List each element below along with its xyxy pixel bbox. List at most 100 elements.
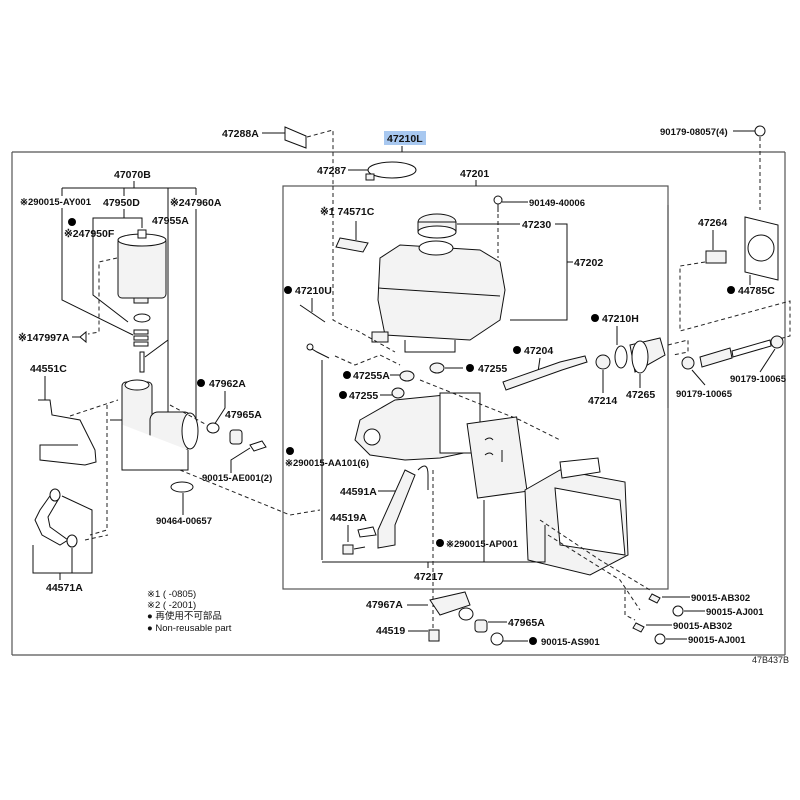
- callout-90464-00657[interactable]: 90464-00657: [156, 481, 212, 527]
- callout-90015-AJ001-a[interactable]: 90015-AJ001: [672, 605, 764, 618]
- part-label-47288A[interactable]: 47288A: [222, 128, 259, 140]
- part-label-90015-AB302-a[interactable]: 90015-AB302: [691, 593, 750, 604]
- part-label-47264[interactable]: 47264: [698, 217, 727, 229]
- callout-90149-40006[interactable]: 90149-40006: [493, 195, 585, 258]
- callout-90015-AY001[interactable]: ※290015-AY001: [20, 197, 134, 336]
- part-label-90179-10065-a[interactable]: 90179-10065: [676, 389, 733, 400]
- bushing-icon: [229, 429, 243, 445]
- callout-47210U[interactable]: 47210U: [284, 285, 332, 323]
- part-label-47955A[interactable]: 47955A: [152, 215, 189, 227]
- callout-47965A-left[interactable]: 47965A: [225, 409, 262, 445]
- part-label-47204[interactable]: 47204: [524, 345, 553, 357]
- part-label-47265[interactable]: 47265: [626, 389, 655, 401]
- callout-90015-AB302-b[interactable]: 90015-AB302: [624, 590, 732, 633]
- callout-47962A[interactable]: 47962A: [169, 378, 246, 434]
- part-label-90015-AP001[interactable]: ※290015-AP001: [446, 539, 519, 550]
- callout-47288A[interactable]: 47288A: [222, 128, 285, 140]
- callout-44519A[interactable]: 44519A: [330, 512, 377, 555]
- legend-nonreusable-en: ● Non-reusable part: [147, 623, 232, 634]
- part-label-90149-40006[interactable]: 90149-40006: [529, 198, 585, 209]
- part-label-90015-AB302-b[interactable]: 90015-AB302: [673, 621, 732, 632]
- callout-47967A[interactable]: 47967A: [366, 591, 474, 621]
- part-label-47255A[interactable]: 47255A: [353, 370, 390, 382]
- callout-47255-b[interactable]: 47255: [339, 387, 405, 402]
- callout-47201[interactable]: 47201: [460, 168, 489, 186]
- callout-47210H[interactable]: 47210H: [591, 313, 639, 369]
- part-label-90015-AA101[interactable]: ※290015-AA101(6): [285, 458, 369, 469]
- part-label-47960A[interactable]: ※247960A: [170, 197, 222, 209]
- callout-47287[interactable]: 47287: [317, 165, 368, 177]
- part-label-44519[interactable]: 44519: [376, 625, 405, 637]
- callout-47997A[interactable]: ※147997A: [18, 330, 87, 344]
- callout-90015-AB302-a[interactable]: 90015-AB302: [648, 593, 750, 604]
- part-label-47230[interactable]: 47230: [522, 219, 551, 231]
- callout-47214[interactable]: 47214: [588, 354, 617, 407]
- callout-90015-AA101[interactable]: ※290015-AA101(6): [285, 343, 401, 560]
- part-label-44785C[interactable]: 44785C: [738, 285, 775, 297]
- callout-74571C[interactable]: ※1 74571C: [320, 186, 375, 331]
- callout-44519[interactable]: 44519: [376, 625, 440, 642]
- callout-44571A[interactable]: 44571A: [32, 495, 93, 594]
- part-label-47967A[interactable]: 47967A: [366, 599, 403, 611]
- callout-47955A[interactable]: 47955A: [144, 215, 189, 358]
- part-label-44591A[interactable]: 44591A: [340, 486, 377, 498]
- part-label-47965A-bottom[interactable]: 47965A: [508, 617, 545, 629]
- part-label-47070B[interactable]: 47070B: [114, 169, 151, 181]
- callout-47255A[interactable]: 47255A: [343, 370, 415, 382]
- callout-90015-AJ001-b[interactable]: 90015-AJ001: [654, 633, 746, 646]
- part-label-47217[interactable]: 47217: [414, 571, 443, 583]
- part-label-90015-AJ001-a[interactable]: 90015-AJ001: [706, 607, 764, 618]
- callout-90179-08057[interactable]: 90179-08057(4): [660, 127, 755, 138]
- part-label-44571A[interactable]: 44571A: [46, 582, 83, 594]
- part-label-47255-a[interactable]: 47255: [478, 363, 507, 375]
- part-label-47210L[interactable]: 47210L: [387, 133, 423, 145]
- callout-90179-10065-b[interactable]: 90179-10065: [730, 335, 787, 385]
- part-label-74571C[interactable]: ※1 74571C: [320, 206, 375, 218]
- callout-90179-10065-a[interactable]: 90179-10065: [676, 356, 733, 400]
- nut-icon: [770, 335, 784, 349]
- part-label-47214[interactable]: 47214: [588, 395, 617, 407]
- callout-44551C[interactable]: 44551C: [30, 363, 67, 400]
- callout-47204[interactable]: 47204: [502, 345, 588, 391]
- part-label-47950F[interactable]: ※247950F: [64, 228, 115, 240]
- part-label-90179-10065-b[interactable]: 90179-10065: [730, 374, 787, 385]
- callout-44785C[interactable]: 44785C: [727, 275, 775, 297]
- callout-90015-AS901[interactable]: 90015-AS901: [490, 632, 600, 648]
- callout-47264[interactable]: 47264: [679, 217, 791, 341]
- callout-44591A[interactable]: 44591A: [340, 469, 416, 549]
- part-label-90464-00657[interactable]: 90464-00657: [156, 516, 212, 527]
- callout-47950F[interactable]: ※247950F: [64, 218, 115, 240]
- part-label-90015-AE001[interactable]: 90015-AE001(2): [202, 473, 272, 484]
- part-label-47965A-left[interactable]: 47965A: [225, 409, 262, 421]
- part-label-90015-AJ001-b[interactable]: 90015-AJ001: [688, 635, 746, 646]
- part-label-47210U[interactable]: 47210U: [295, 285, 332, 297]
- part-label-90015-AS901[interactable]: 90015-AS901: [541, 637, 600, 648]
- part-label-47950D[interactable]: 47950D: [103, 197, 140, 209]
- callout-47255-a[interactable]: 47255: [429, 362, 507, 375]
- part-label-44551C[interactable]: 44551C: [30, 363, 67, 375]
- callout-47210L[interactable]: 47210L: [384, 131, 426, 152]
- legend-note-1: ※1 ( -0805): [147, 589, 196, 600]
- callout-90015-AE001[interactable]: 90015-AE001(2): [179, 440, 321, 516]
- callout-47230[interactable]: 47230: [457, 219, 568, 321]
- callout-90015-AP001[interactable]: ※290015-AP001: [436, 500, 519, 562]
- part-label-90015-AY001[interactable]: ※290015-AY001: [20, 197, 92, 208]
- part-label-47201[interactable]: 47201: [460, 168, 489, 180]
- cap-icon: [672, 605, 684, 617]
- part-label-47287[interactable]: 47287: [317, 165, 346, 177]
- part-label-44519A[interactable]: 44519A: [330, 512, 367, 524]
- callout-47217[interactable]: 47217: [322, 470, 546, 640]
- callout-47965A-bottom[interactable]: 47965A: [474, 617, 545, 633]
- part-label-47202[interactable]: 47202: [574, 257, 603, 269]
- abs-actuator-icon: [524, 457, 651, 611]
- callout-47265[interactable]: 47265: [626, 337, 689, 401]
- part-label-47962A[interactable]: 47962A: [209, 378, 246, 390]
- callout-47202[interactable]: 47202: [567, 257, 603, 269]
- part-label-47997A[interactable]: ※147997A: [18, 332, 70, 344]
- callout-47950D[interactable]: 47950D: [92, 197, 143, 323]
- part-label-90179-08057[interactable]: 90179-08057(4): [660, 127, 728, 138]
- callout-47960A[interactable]: ※247960A: [170, 197, 222, 420]
- part-label-47210H[interactable]: 47210H: [602, 313, 639, 325]
- part-label-47255-b[interactable]: 47255: [349, 390, 378, 402]
